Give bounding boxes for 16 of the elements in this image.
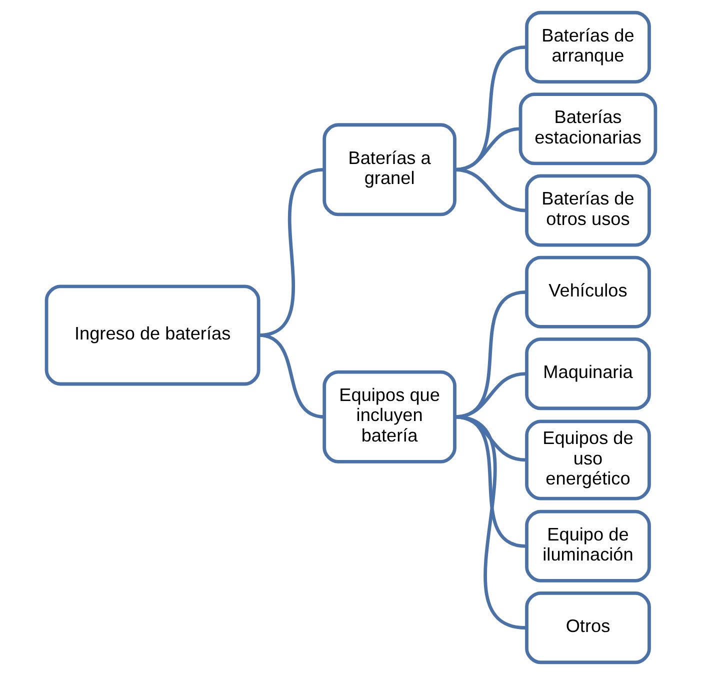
node-box: Baterías de otros usos [525, 174, 651, 247]
connector [258, 334, 325, 419]
node-box: Equipos que incluyen batería [322, 370, 456, 464]
node-box: Equipo de iluminación [525, 510, 651, 582]
connector [454, 290, 526, 419]
connector [454, 168, 526, 212]
node-box: Baterías de arranque [525, 10, 651, 84]
node-box: Baterías a granel [322, 123, 456, 216]
node-box: Ingreso de baterías [44, 284, 260, 386]
node-box: Vehículos [525, 256, 651, 328]
node-box: Maquinaria [525, 338, 651, 410]
connector [454, 415, 526, 630]
node-box: Equipos de uso energético [525, 420, 651, 500]
node-box: Baterías estacionarias [518, 92, 658, 166]
node-box: Otros [525, 592, 651, 664]
connector [454, 372, 526, 419]
